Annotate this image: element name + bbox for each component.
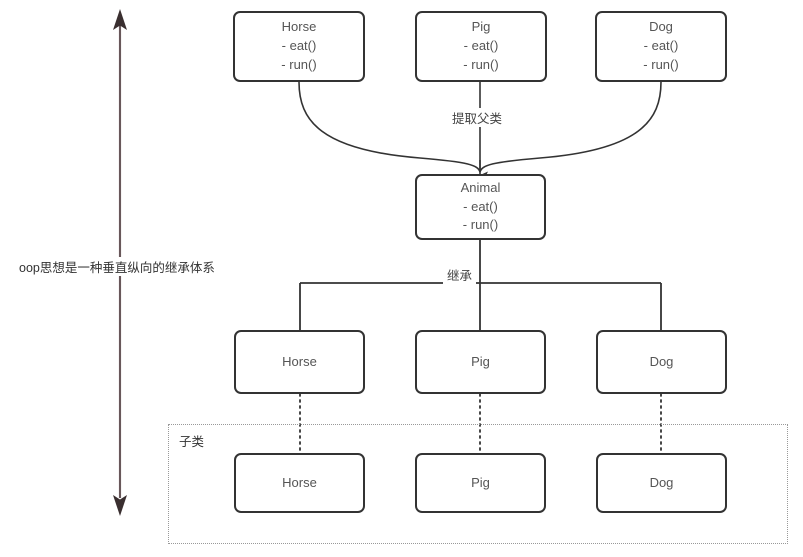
class-method: - run()	[463, 56, 499, 72]
class-method: - eat()	[281, 38, 317, 54]
extract-parent-edges	[298, 81, 662, 181]
class-name: Pig	[471, 474, 490, 490]
subclass-dotted-links	[299, 393, 662, 454]
class-name: Dog	[649, 19, 673, 35]
subclass-horse[interactable]: Horse	[234, 453, 365, 513]
subclass-group-label: 子类	[176, 431, 208, 450]
class-method: - run()	[462, 217, 499, 233]
class-name: Dog	[649, 474, 674, 490]
inheritance-edges	[299, 240, 662, 330]
class-method: - run()	[643, 56, 679, 72]
parent-class-animal[interactable]: Animal - eat() - run()	[415, 174, 546, 240]
class-method: - eat()	[643, 38, 679, 54]
top-class-dog[interactable]: Dog - eat() - run()	[595, 11, 727, 82]
class-name: Horse	[281, 19, 317, 35]
child-class-pig[interactable]: Pig	[415, 330, 546, 394]
class-method: - run()	[281, 56, 317, 72]
class-name: Dog	[649, 353, 674, 369]
top-class-pig[interactable]: Pig - eat() - run()	[415, 11, 547, 82]
class-name: Horse	[282, 353, 317, 369]
inherit-label: 继承	[443, 265, 477, 284]
subclass-dog[interactable]: Dog	[596, 453, 727, 513]
child-class-horse[interactable]: Horse	[234, 330, 365, 394]
class-method: - eat()	[463, 198, 498, 214]
class-name: Pig	[471, 353, 490, 369]
child-class-dog[interactable]: Dog	[596, 330, 727, 394]
subclass-pig[interactable]: Pig	[415, 453, 546, 513]
subclass-group-container	[168, 424, 788, 544]
class-method: - eat()	[463, 38, 499, 54]
top-class-horse[interactable]: Horse - eat() - run()	[233, 11, 365, 82]
class-name: Animal	[460, 179, 501, 195]
class-name: Horse	[282, 474, 317, 490]
class-name: Pig	[471, 19, 491, 35]
extract-parent-label: 提取父类	[448, 108, 507, 127]
axis-caption: oop思想是一种垂直纵向的继承体系	[16, 257, 218, 276]
